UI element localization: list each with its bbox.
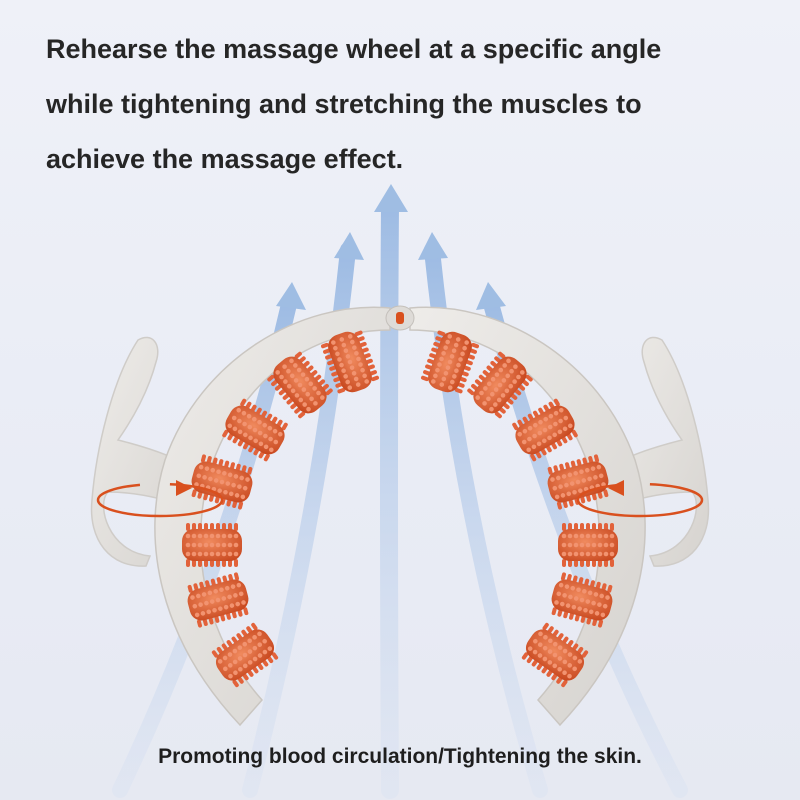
- rotate-arrow-icon: [576, 480, 704, 518]
- caption: Promoting blood circulation/Tightening t…: [158, 745, 642, 768]
- headline-line-1: Rehearse the massage wheel at a specific…: [46, 34, 662, 64]
- headline: Rehearse the massage wheel at a specific…: [46, 22, 766, 187]
- roller: [182, 523, 242, 567]
- arrow-up-icon: [380, 196, 399, 799]
- arrow-up-icon: [374, 184, 408, 212]
- roller: [558, 523, 618, 567]
- roller: [267, 351, 333, 419]
- roller: [547, 454, 609, 510]
- arrow-up-icon: [334, 232, 364, 260]
- roller: [191, 454, 253, 510]
- arrow-up-icon: [476, 282, 506, 310]
- left-wheel-frame: [154, 306, 391, 727]
- roller: [187, 572, 249, 628]
- roller: [320, 330, 380, 394]
- roller: [222, 398, 288, 462]
- arrow-up-icon: [276, 282, 306, 310]
- roller: [211, 622, 279, 688]
- right-handle: [603, 336, 710, 567]
- roller: [420, 330, 480, 394]
- roller: [551, 572, 613, 628]
- headline-line-3: achieve the massage effect.: [46, 144, 404, 174]
- rotate-arrow-icon: [96, 480, 224, 518]
- roller-group: [182, 330, 618, 688]
- roller: [512, 398, 578, 462]
- left-handle: [90, 336, 197, 567]
- headline-line-2: while tightening and stretching the musc…: [46, 89, 642, 119]
- roller: [467, 351, 533, 419]
- right-wheel-frame: [409, 306, 646, 727]
- center-hinge: [385, 305, 415, 331]
- roller: [521, 622, 589, 688]
- arrow-up-icon: [418, 232, 448, 260]
